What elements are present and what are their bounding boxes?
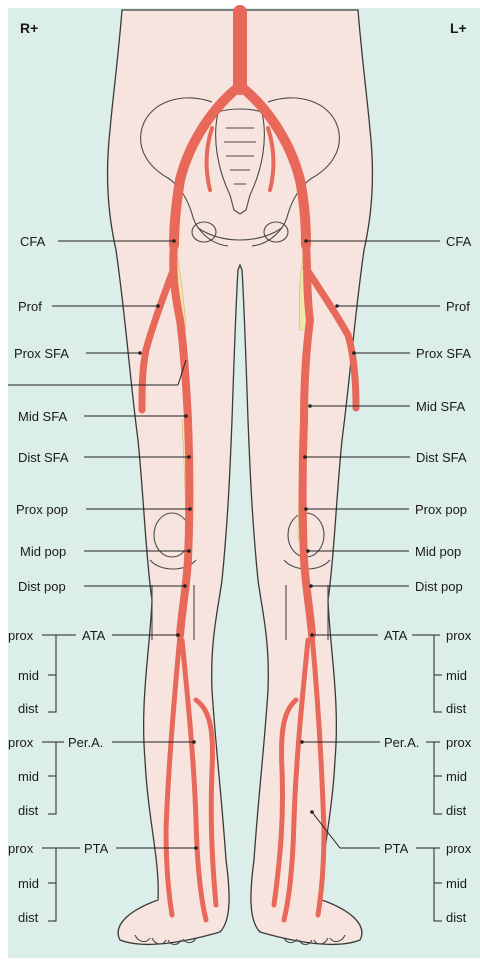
right-side-marker: R+ [20,20,38,36]
label-left-ata-dist: dist [446,701,467,716]
label-left-ata: ATA [384,628,408,643]
label-left-prox-sfa: Prox SFA [416,346,471,361]
label-right-cfa: CFA [20,234,46,249]
label-right-pera-mid: mid [18,769,39,784]
label-right-pta-prox: prox [8,841,34,856]
label-right-prox-sfa: Prox SFA [14,346,69,361]
label-right-pera-prox: prox [8,735,34,750]
label-right-dist-sfa: Dist SFA [18,450,69,465]
label-left-prox-pop: Prox pop [415,502,467,517]
label-right-pta-mid: mid [18,876,39,891]
label-left-cfa: CFA [446,234,472,249]
label-right-ata-mid: mid [18,668,39,683]
label-right-mid-pop: Mid pop [20,544,66,559]
label-left-pta: PTA [384,841,409,856]
label-left-mid-sfa: Mid SFA [416,399,465,414]
label-left-dist-pop: Dist pop [415,579,463,594]
label-left-dist-sfa: Dist SFA [416,450,467,465]
label-left-pta-mid: mid [446,876,467,891]
label-left-ata-prox: prox [446,628,472,643]
label-right-pta-dist: dist [18,910,39,925]
label-left-prof: Prof [446,299,470,314]
label-right-pera-dist: dist [18,803,39,818]
label-right-mid-sfa: Mid SFA [18,409,67,424]
label-right-ata-dist: dist [18,701,39,716]
left-side-marker: L+ [450,20,467,36]
label-right-pera: Per.A. [68,735,103,750]
label-left-pera-dist: dist [446,803,467,818]
label-left-pera-mid: mid [446,769,467,784]
label-left-ata-mid: mid [446,668,467,683]
label-left-pta-dist: dist [446,910,467,925]
label-right-prof: Prof [18,299,42,314]
label-right-ata-prox: prox [8,628,34,643]
label-right-ata: ATA [82,628,106,643]
label-right-pta: PTA [84,841,109,856]
label-left-mid-pop: Mid pop [415,544,461,559]
label-left-pta-prox: prox [446,841,472,856]
label-left-pera: Per.A. [384,735,419,750]
label-right-prox-pop: Prox pop [16,502,68,517]
label-right-dist-pop: Dist pop [18,579,66,594]
label-left-pera-prox: prox [446,735,472,750]
